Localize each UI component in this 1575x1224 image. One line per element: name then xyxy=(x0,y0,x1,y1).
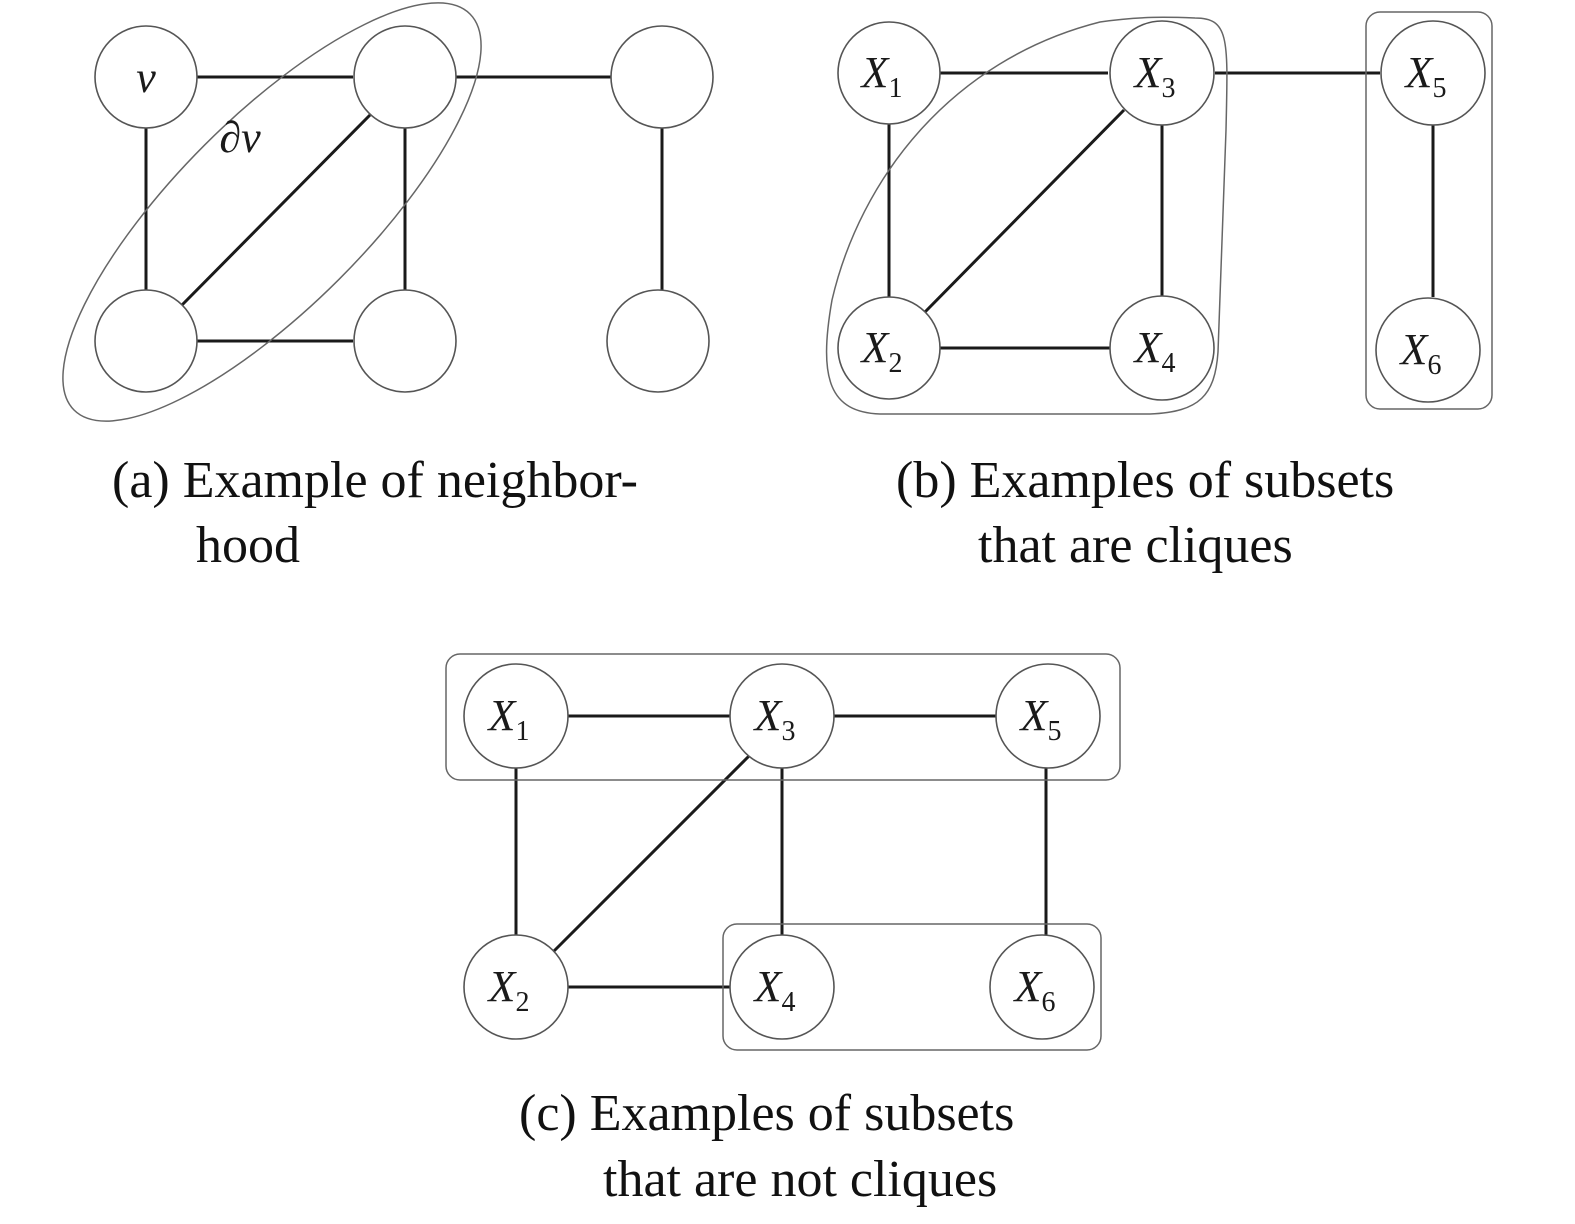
caption-b-line1: (b) Examples of subsets xyxy=(896,452,1394,509)
edge-c-x3-x2 xyxy=(550,753,752,955)
node-b-x1 xyxy=(837,21,941,125)
neighborhood-label: ∂v xyxy=(219,113,261,162)
caption-a-line1: (a) Example of neighbor- xyxy=(112,452,638,509)
node-c-x6-label: X6 xyxy=(1013,962,1056,1018)
node-c-x5-label: X5 xyxy=(1019,691,1062,747)
node-v xyxy=(94,25,198,129)
node-c-x1-label: X1 xyxy=(487,691,530,747)
caption-b-line2: that are cliques xyxy=(978,517,1293,574)
node-c-x3 xyxy=(729,663,835,769)
node-c-x3-label: X3 xyxy=(753,691,796,747)
clique-hull-x1-x2-x3-x4 xyxy=(825,16,1228,415)
clique-box-x5-x6 xyxy=(1365,11,1493,410)
node-c-x5 xyxy=(995,663,1101,769)
node-b-x4 xyxy=(1109,295,1215,401)
node-a-top2 xyxy=(353,25,457,129)
panel-c: X1 X2 X3 X4 X5 X6 (c) Examples of subset… xyxy=(445,653,1121,1208)
edge-a-top2-bot1 xyxy=(180,113,372,307)
node-b-x3 xyxy=(1109,20,1215,126)
node-c-x2-label: X2 xyxy=(487,962,530,1018)
node-a-top3 xyxy=(610,25,714,129)
non-clique-box-x4-x6 xyxy=(722,923,1102,1051)
node-a-bot2 xyxy=(353,289,457,393)
node-b-x4-label: X4 xyxy=(1133,323,1176,379)
non-clique-box-x1-x3-x5 xyxy=(445,653,1121,781)
node-a-bot3 xyxy=(606,289,710,393)
node-c-x4-label: X4 xyxy=(753,962,796,1018)
node-a-bot1 xyxy=(94,289,198,393)
node-b-x2 xyxy=(837,296,941,400)
node-v-label: v xyxy=(136,53,156,102)
edge-b-x3-x2 xyxy=(923,108,1126,314)
node-c-x4 xyxy=(729,934,835,1040)
node-b-x6-label: X6 xyxy=(1399,325,1442,381)
node-b-x5 xyxy=(1380,20,1486,126)
panel-b: X1 X2 X3 X4 X5 X6 (b) Examples of subset… xyxy=(825,11,1493,574)
node-c-x2 xyxy=(463,934,569,1040)
node-c-x6 xyxy=(989,934,1095,1040)
caption-c-line2: that are not cliques xyxy=(603,1151,997,1208)
node-b-x5-label: X5 xyxy=(1404,48,1447,104)
node-b-x1-label: X1 xyxy=(860,48,903,104)
node-b-x2-label: X2 xyxy=(860,323,903,379)
caption-a-line2: hood xyxy=(196,517,300,574)
node-b-x3-label: X3 xyxy=(1133,48,1176,104)
node-c-x1 xyxy=(463,663,569,769)
neighborhood-ellipse xyxy=(62,2,482,422)
node-b-x6 xyxy=(1375,297,1481,403)
caption-c-line1: (c) Examples of subsets xyxy=(519,1085,1014,1142)
panel-a: v ∂v (a) Example of neighbor- hood xyxy=(62,2,714,574)
